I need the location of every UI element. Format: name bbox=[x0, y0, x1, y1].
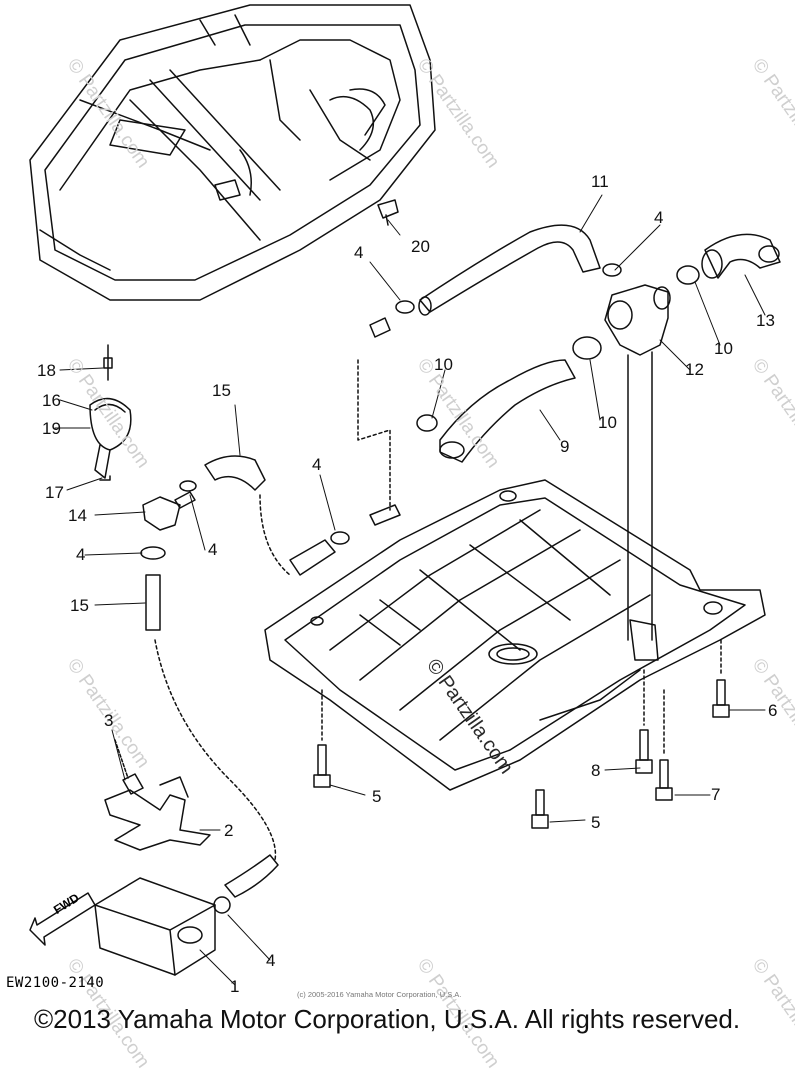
small-copyright: (c) 2005-2016 Yamaha Motor Corporation, … bbox=[297, 990, 462, 999]
callout-17: 17 bbox=[45, 483, 64, 502]
part-20 bbox=[377, 199, 399, 226]
leader-lines bbox=[54, 194, 766, 986]
callout-6: 6 bbox=[768, 701, 778, 720]
footer-copyright: ©2013 Yamaha Motor Corporation, U.S.A. A… bbox=[34, 1004, 741, 1034]
bracket bbox=[104, 739, 211, 851]
callout-5: 5 bbox=[591, 813, 601, 832]
hose-11 bbox=[418, 224, 622, 316]
callout-7: 7 bbox=[711, 785, 721, 804]
callout-4: 4 bbox=[354, 243, 364, 262]
callout-4: 4 bbox=[266, 951, 276, 970]
callout-2: 2 bbox=[224, 821, 234, 840]
hose-13 bbox=[701, 233, 781, 279]
parts-diagram bbox=[29, 4, 781, 986]
joint-12 bbox=[604, 284, 671, 661]
callout-13: 13 bbox=[756, 311, 775, 330]
callout-4: 4 bbox=[76, 545, 86, 564]
oil-tank bbox=[94, 877, 216, 976]
callout-11: 11 bbox=[591, 172, 609, 191]
diagram-code: EW2100-2140 bbox=[6, 975, 105, 991]
callout-3: 3 bbox=[104, 711, 114, 730]
callout-4: 4 bbox=[654, 208, 664, 227]
callout-10: 10 bbox=[434, 355, 453, 374]
callout-5: 5 bbox=[372, 787, 382, 806]
callout-12: 12 bbox=[685, 360, 704, 379]
callout-15: 15 bbox=[70, 596, 89, 615]
fwd-arrow-icon bbox=[29, 892, 96, 946]
engine-bed bbox=[264, 479, 766, 791]
callout-10: 10 bbox=[598, 413, 617, 432]
callout-15: 15 bbox=[212, 381, 231, 400]
hose-9 bbox=[439, 359, 576, 463]
callout-4: 4 bbox=[312, 455, 322, 474]
callout-18: 18 bbox=[37, 361, 56, 380]
fitting-14 bbox=[142, 455, 350, 576]
callout-19: 19 bbox=[42, 419, 61, 438]
hose-lower bbox=[140, 546, 279, 914]
callout-4: 4 bbox=[208, 540, 218, 559]
callout-14: 14 bbox=[68, 506, 87, 525]
callout-1: 1 bbox=[230, 977, 240, 996]
connector-pieces bbox=[357, 300, 415, 526]
callout-9: 9 bbox=[560, 437, 570, 456]
callout-8: 8 bbox=[591, 761, 601, 780]
callout-20: 20 bbox=[411, 237, 430, 256]
strainer-assembly bbox=[89, 344, 132, 481]
hull-deck bbox=[29, 4, 436, 301]
callout-16: 16 bbox=[42, 391, 61, 410]
callout-10: 10 bbox=[714, 339, 733, 358]
clamps-10 bbox=[416, 265, 700, 432]
